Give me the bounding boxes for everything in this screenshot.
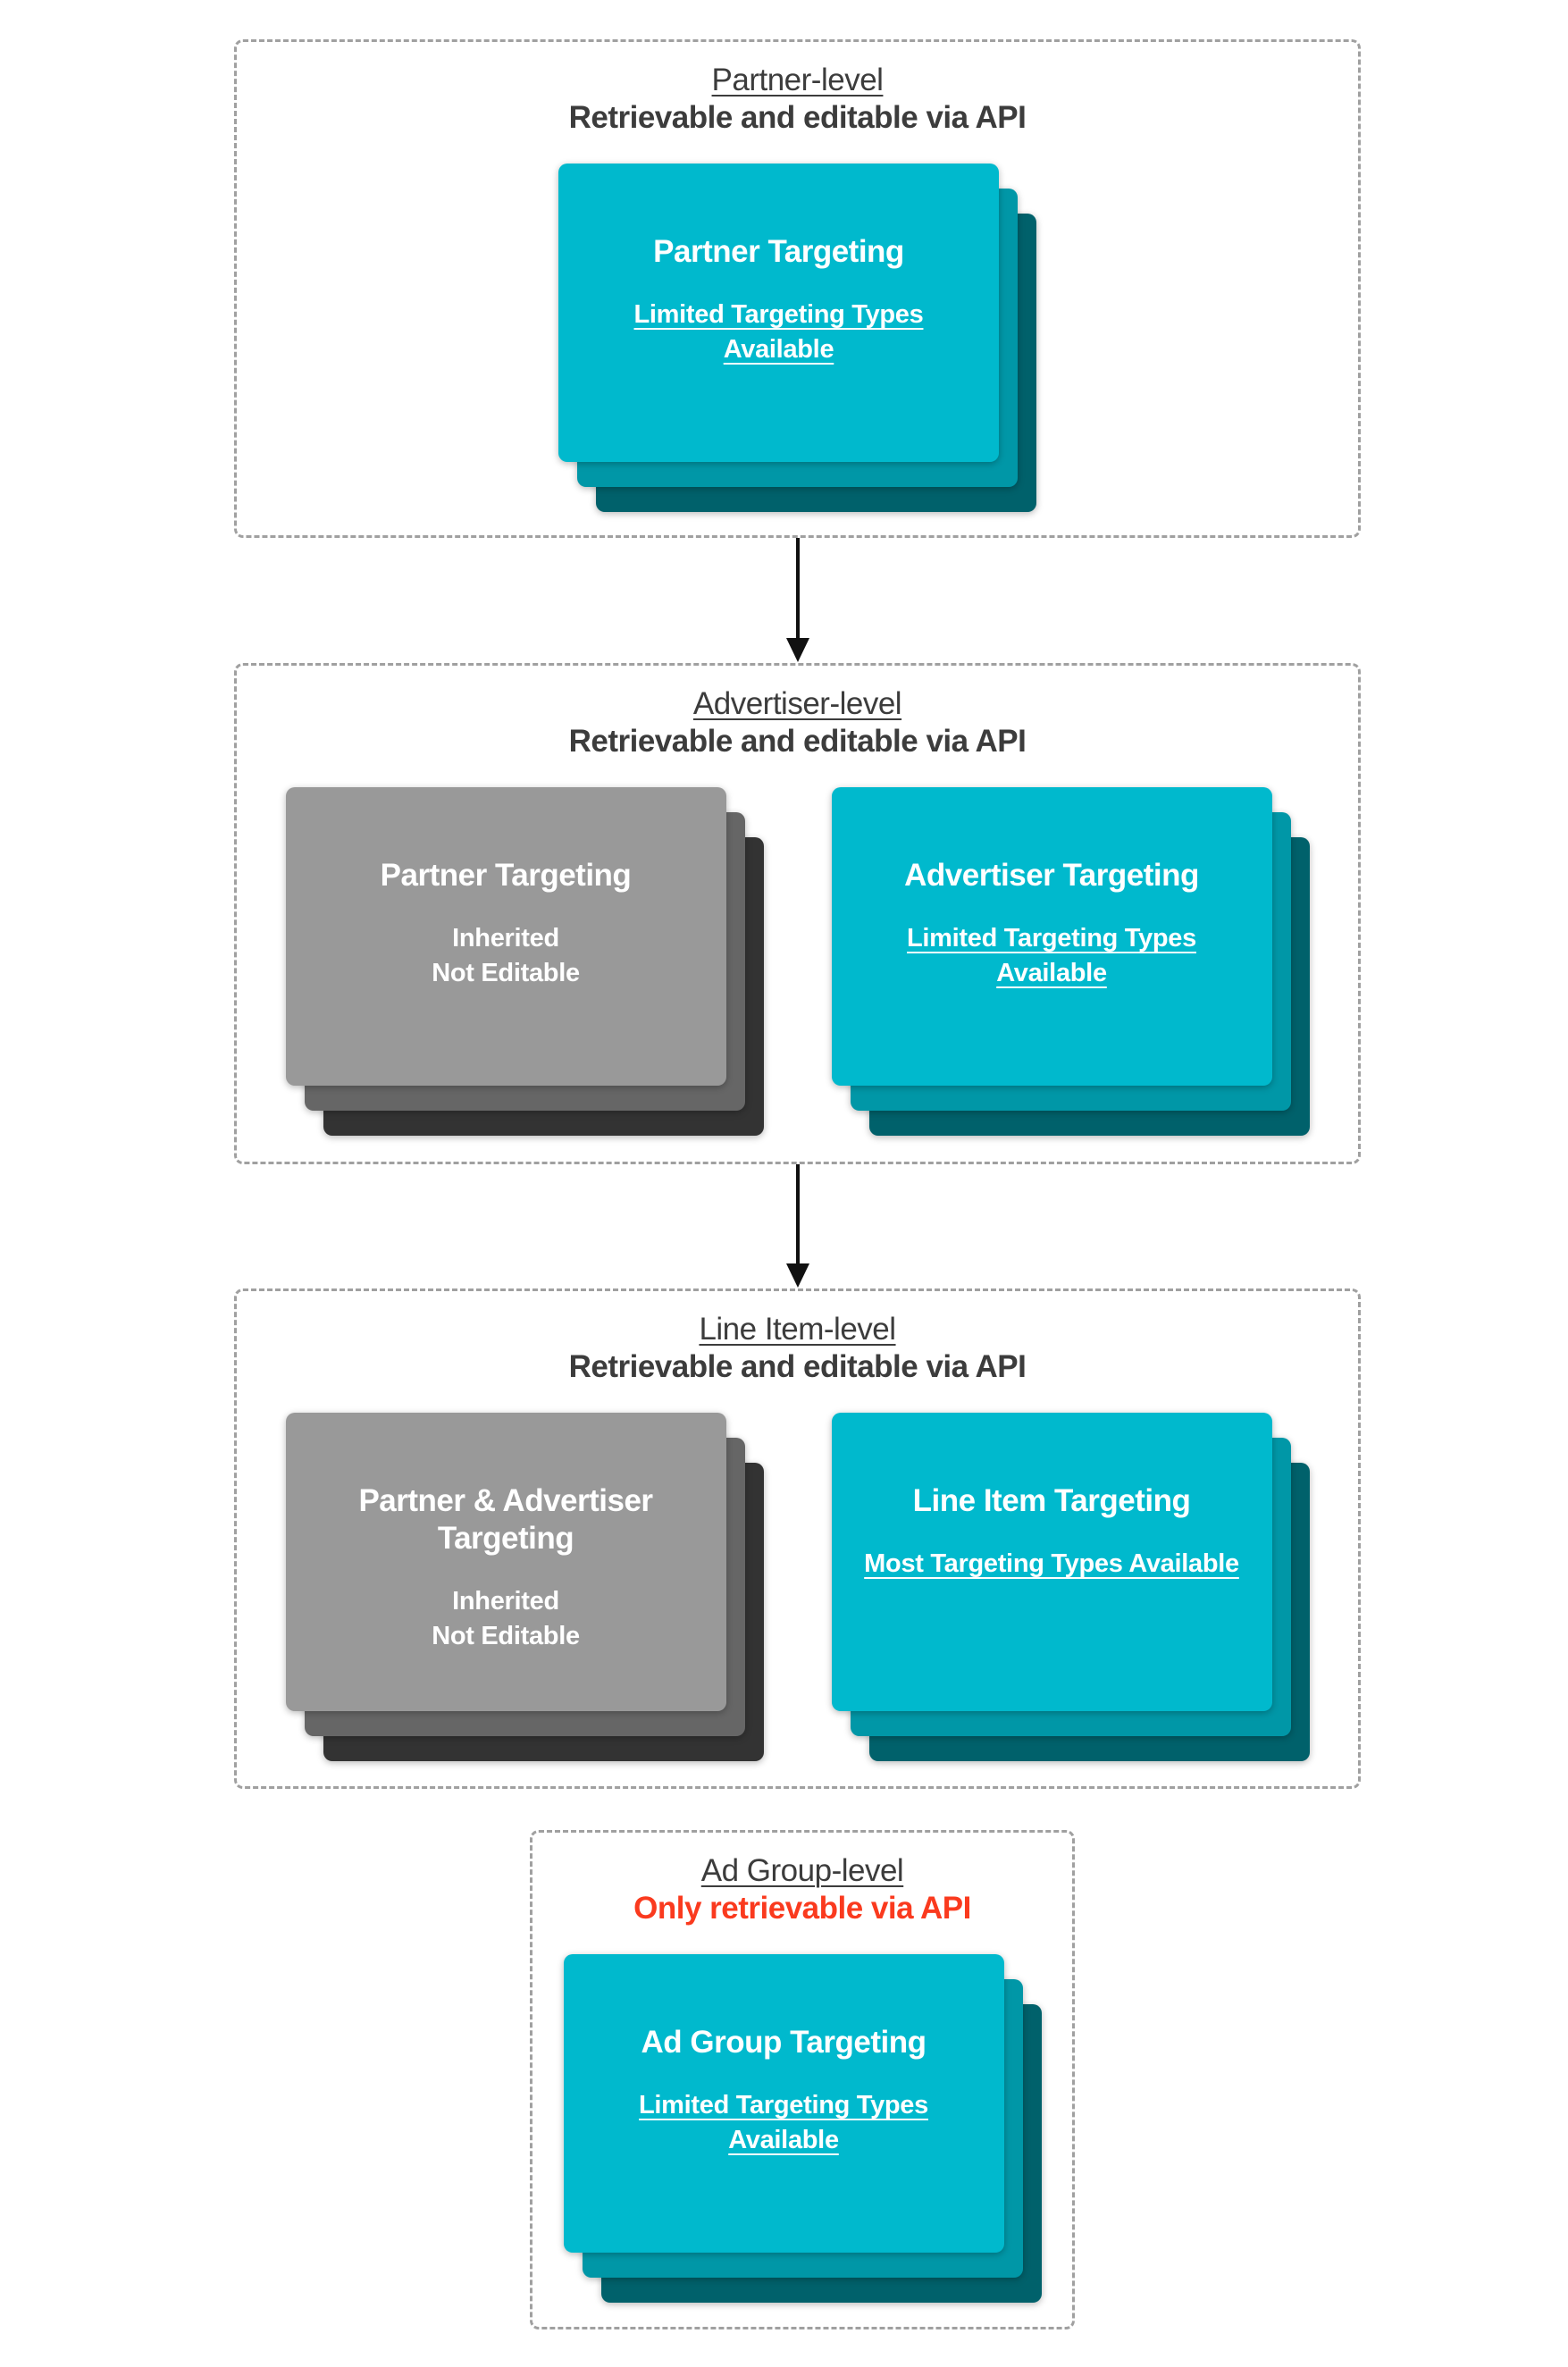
section-partner-level: Partner-level Retrievable and editable v… [234,39,1361,538]
advertiser-level-title: Advertiser-level [692,686,902,721]
card-advertiser-targeting: Advertiser Targeting Limited Targeting T… [831,787,1272,1086]
section-advertiser-level: Advertiser-level Retrievable and editabl… [234,663,1361,1164]
arrow-line [796,538,800,638]
advertiser-level-subtitle: Retrievable and editable via API [568,724,1027,759]
arrow-down-icon [780,1164,816,1288]
card-stack-line-item-targeting: Line Item Targeting Most Targeting Types… [831,1413,1310,1761]
card-subtitle: Inherited Not Editable [432,921,580,991]
card-stack-inherited-partner-advertiser-targeting: Partner & Advertiser Targeting Inherited… [285,1413,764,1761]
ad-group-level-subtitle: Only retrievable via API [633,1891,971,1926]
card-title: Partner Targeting [653,234,904,269]
card-subtitle-line-2: Not Editable [432,959,580,988]
card-title: Partner & Advertiser Targeting [358,1483,653,1556]
partner-card-row: Partner Targeting Limited Targeting Type… [558,164,1036,512]
card-stack-ad-group-targeting: Ad Group Targeting Limited Targeting Typ… [563,1954,1042,2303]
line-item-level-subtitle: Retrievable and editable via API [568,1349,1027,1384]
card-title: Advertiser Targeting [904,858,1199,893]
card-partner-targeting: Partner Targeting Limited Targeting Type… [558,164,999,462]
arrow-head [786,638,809,662]
partner-level-subtitle: Retrievable and editable via API [568,100,1027,135]
advertiser-card-row: Partner Targeting Inherited Not Editable… [285,787,1310,1136]
card-subtitle-line-2: Not Editable [432,1622,580,1651]
arrow-head [786,1263,809,1288]
card-subtitle: Limited Targeting Types Available [907,924,1196,988]
arrow-down-icon [780,538,816,663]
card-subtitle: Inherited Not Editable [432,1584,580,1654]
card-subtitle: Most Targeting Types Available [864,1549,1239,1578]
card-subtitle-line-1: Inherited [452,924,559,953]
card-stack-inherited-partner-targeting: Partner Targeting Inherited Not Editable [285,787,764,1136]
card-stack-partner-targeting: Partner Targeting Limited Targeting Type… [558,164,1036,512]
ad-group-card-row: Ad Group Targeting Limited Targeting Typ… [563,1954,1042,2303]
ad-group-level-title: Ad Group-level [700,1853,904,1888]
card-subtitle-line-1: Inherited [452,1587,559,1616]
section-line-item-level: Line Item-level Retrievable and editable… [234,1288,1361,1789]
section-ad-group-level: Ad Group-level Only retrievable via API … [530,1830,1075,2329]
arrow-line [796,1164,800,1263]
card-ad-group-targeting: Ad Group Targeting Limited Targeting Typ… [563,1954,1004,2253]
card-subtitle: Limited Targeting Types Available [633,300,924,365]
partner-level-title: Partner-level [711,63,884,97]
card-inherited-partner-targeting: Partner Targeting Inherited Not Editable [285,787,726,1086]
card-line-item-targeting: Line Item Targeting Most Targeting Types… [831,1413,1272,1711]
card-inherited-partner-advertiser-targeting: Partner & Advertiser Targeting Inherited… [285,1413,726,1711]
card-title: Partner Targeting [380,858,632,893]
card-subtitle: Limited Targeting Types Available [639,2091,928,2155]
card-title: Line Item Targeting [912,1483,1191,1518]
line-item-card-row: Partner & Advertiser Targeting Inherited… [285,1413,1310,1761]
card-title: Ad Group Targeting [641,2025,927,2060]
card-stack-advertiser-targeting: Advertiser Targeting Limited Targeting T… [831,787,1310,1136]
line-item-level-title: Line Item-level [699,1312,896,1347]
